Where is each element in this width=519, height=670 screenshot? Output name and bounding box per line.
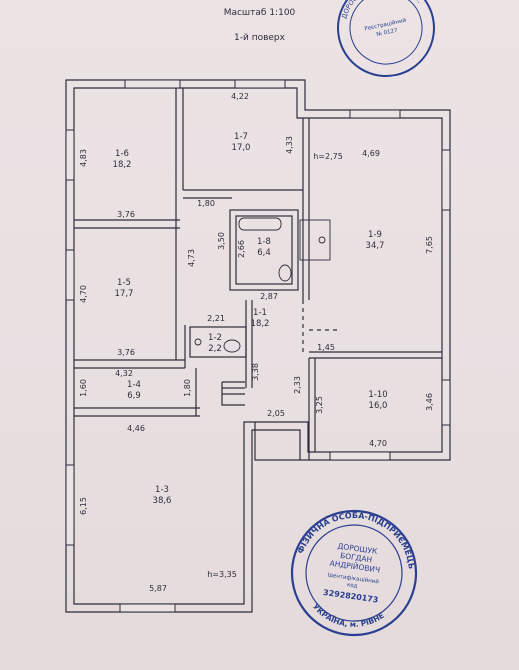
room-area: 17,0: [232, 143, 251, 153]
windows: [65, 79, 451, 613]
stamp-line: код: [347, 582, 358, 589]
room-id: 1-8: [257, 237, 271, 247]
room-area: 2,2: [208, 344, 222, 354]
dimension: 2,66: [237, 240, 246, 258]
fixtures: [194, 217, 331, 353]
top-stamp: ДОРОШУК БОГДАН АНДРІ... Реєстраційний № …: [334, 0, 435, 77]
dimension: 4,70: [369, 439, 387, 448]
dimension: 4,33: [285, 136, 294, 154]
room-area: 17,7: [115, 289, 134, 299]
dimension: 1,60: [79, 379, 88, 397]
room-area: 34,7: [366, 241, 385, 251]
room-labels: 1-6 18,2 1-7 17,0 1-8 6,4 1-9 34,7 1-5 1…: [113, 132, 388, 506]
dimension: 2,33: [293, 376, 302, 394]
dimension: 4,32: [115, 369, 133, 378]
dimension: 3,25: [315, 396, 324, 414]
dimension: 3,38: [251, 363, 260, 381]
stamp-code: 3292820173: [323, 588, 379, 605]
room-id: 1-10: [368, 390, 387, 400]
dimension: 3,76: [117, 348, 135, 357]
walls: [65, 79, 451, 613]
room-id: 1-7: [234, 132, 248, 142]
room-area: 38,6: [153, 496, 172, 506]
dimension: 1,45: [317, 343, 335, 352]
dimension: 3,50: [217, 232, 226, 250]
room-id: 1-1: [253, 308, 267, 318]
room-id: 1-6: [115, 149, 129, 159]
room-id: 1-5: [117, 278, 131, 288]
room-area: 18,2: [251, 319, 270, 329]
dimension: 2,87: [260, 292, 278, 301]
dimension: 4,69: [362, 149, 380, 158]
stamp-ring-text: ДОРОШУК БОГДАН АНДРІ...: [334, 0, 424, 21]
room-area: 16,0: [369, 401, 388, 411]
dimension: 2,21: [207, 314, 225, 323]
room-id: 1-2: [208, 333, 222, 343]
scale-label: Масштаб 1:100: [223, 8, 296, 18]
dimension: 1,80: [197, 199, 215, 208]
room-id: 1-9: [368, 230, 382, 240]
dimension: 3,46: [425, 393, 434, 411]
dimension: 3,76: [117, 210, 135, 219]
room-area: 18,2: [113, 160, 132, 170]
dimension: 5,87: [149, 584, 167, 593]
dimension: 7,65: [425, 236, 434, 254]
dimension: 4,70: [79, 285, 88, 303]
dimension: 6,15: [79, 497, 88, 515]
stamp-line: БОГДАН: [340, 551, 373, 564]
stamp-line: № 0127: [376, 28, 399, 38]
room-area: 6,9: [127, 391, 141, 401]
dimension: 4,83: [79, 149, 88, 167]
room-id: 1-3: [155, 485, 169, 495]
room-id: 1-4: [127, 380, 141, 390]
stamp-ring-bottom-text: УКРАЇНА, м. РІВНЕ: [309, 601, 387, 633]
dimension: 1,80: [183, 379, 192, 397]
room-area: 6,4: [257, 248, 271, 258]
dimension: 4,22: [231, 92, 249, 101]
dimension: 2,05: [267, 409, 285, 418]
dimension: 4,73: [187, 249, 196, 267]
height-label: h=3,35: [207, 570, 237, 579]
dimension-labels: 4,22 4,33 4,83 3,76 1,80 3,50 2,66 2,87 …: [79, 92, 434, 593]
dimension: 4,46: [127, 424, 145, 433]
height-label: h=2,75: [313, 152, 343, 161]
bottom-stamp: ФІЗИЧНА ОСОБА-ПІДПРИЄМЕЦЬ УКРАЇНА, м. РІ…: [290, 503, 423, 637]
floor-label: 1-й поверх: [234, 33, 285, 43]
